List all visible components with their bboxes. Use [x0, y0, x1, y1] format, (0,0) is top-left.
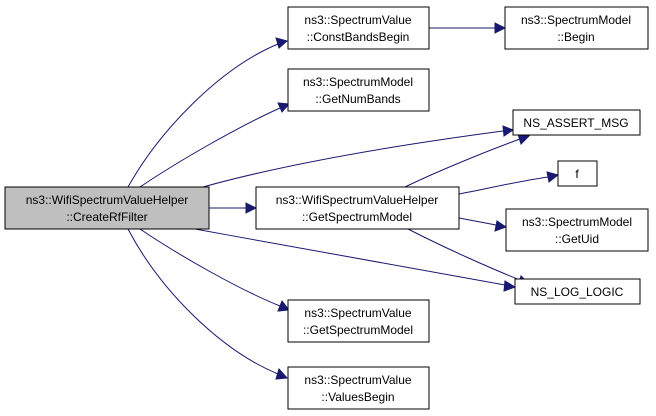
- arrow-head: [502, 125, 515, 137]
- node-line1: ns3::WifiSpectrumValueHelper: [26, 193, 189, 207]
- node-line1: ns3::SpectrumModel: [303, 75, 413, 89]
- node-model-begin[interactable]: ns3::SpectrumModel ::Begin: [504, 6, 649, 50]
- node-line2: ::GetNumBands: [315, 92, 400, 106]
- edge-root-to-get-num-bands: [139, 107, 281, 188]
- node-line1: ns3::SpectrumModel: [522, 215, 632, 229]
- node-line2: ::CreateRfFilter: [66, 210, 147, 224]
- edge-helper-to-get-uid: [458, 217, 497, 226]
- node-line2: ::GetSpectrumModel: [302, 210, 412, 224]
- arrow-head: [503, 280, 517, 292]
- edge-root-to-value-get-spectrum-model: [139, 228, 281, 307]
- node-line1: f: [575, 167, 579, 181]
- edge-root-to-values-begin: [127, 228, 279, 375]
- edges: [127, 22, 560, 380]
- nodes: ns3::WifiSpectrumValueHelper ::CreateRfF…: [4, 6, 649, 410]
- arrow-head: [275, 367, 289, 380]
- node-get-uid[interactable]: ns3::SpectrumModel ::GetUid: [505, 208, 649, 252]
- node-f[interactable]: f: [557, 160, 598, 187]
- node-value-get-spectrum-model[interactable]: ns3::SpectrumValue ::GetSpectrumModel: [287, 299, 430, 343]
- node-line2: ::Begin: [557, 30, 594, 44]
- arrow-head: [546, 171, 560, 183]
- node-create-rf-filter[interactable]: ns3::WifiSpectrumValueHelper ::CreateRfF…: [4, 186, 210, 230]
- node-values-begin[interactable]: ns3::SpectrumValue ::ValuesBegin: [287, 366, 430, 410]
- node-line1: ns3::WifiSpectrumValueHelper: [276, 193, 439, 207]
- arrow-head: [494, 22, 507, 34]
- arrow-head: [275, 37, 289, 49]
- node-line1: ns3::SpectrumValue: [304, 373, 411, 387]
- node-get-num-bands[interactable]: ns3::SpectrumModel ::GetNumBands: [287, 68, 430, 112]
- node-const-bands-begin[interactable]: ns3::SpectrumValue ::ConstBandsBegin: [287, 6, 430, 50]
- edge-root-to-ns-assert-msg: [202, 130, 504, 188]
- node-line1: ns3::SpectrumValue: [304, 306, 411, 320]
- node-line1: ns3::SpectrumValue: [304, 13, 411, 27]
- node-ns-log-logic[interactable]: NS_LOG_LOGIC: [514, 278, 641, 305]
- arrow-head: [277, 300, 290, 312]
- node-line2: ::GetUid: [555, 232, 599, 246]
- node-line1: ns3::SpectrumModel: [521, 13, 631, 27]
- node-line2: ::GetSpectrumModel: [303, 323, 413, 337]
- edge-root-to-ns-log-logic: [194, 228, 506, 286]
- node-ns-assert-msg[interactable]: NS_ASSERT_MSG: [512, 109, 641, 136]
- node-line2: ::ConstBandsBegin: [307, 30, 410, 44]
- arrow-head: [245, 202, 258, 214]
- node-helper-get-spectrum-model[interactable]: ns3::WifiSpectrumValueHelper ::GetSpectr…: [255, 186, 460, 230]
- node-line1: NS_ASSERT_MSG: [523, 116, 628, 130]
- edge-helper-to-ns-log-logic: [407, 228, 521, 281]
- edge-helper-to-ns-assert-msg: [404, 138, 521, 188]
- node-line1: NS_LOG_LOGIC: [531, 285, 624, 299]
- edge-root-to-const-bands-begin: [127, 43, 279, 188]
- node-line2: ::ValuesBegin: [321, 390, 394, 404]
- arrow-head: [494, 220, 508, 232]
- arrow-head: [277, 102, 291, 113]
- edge-helper-to-f: [458, 176, 549, 195]
